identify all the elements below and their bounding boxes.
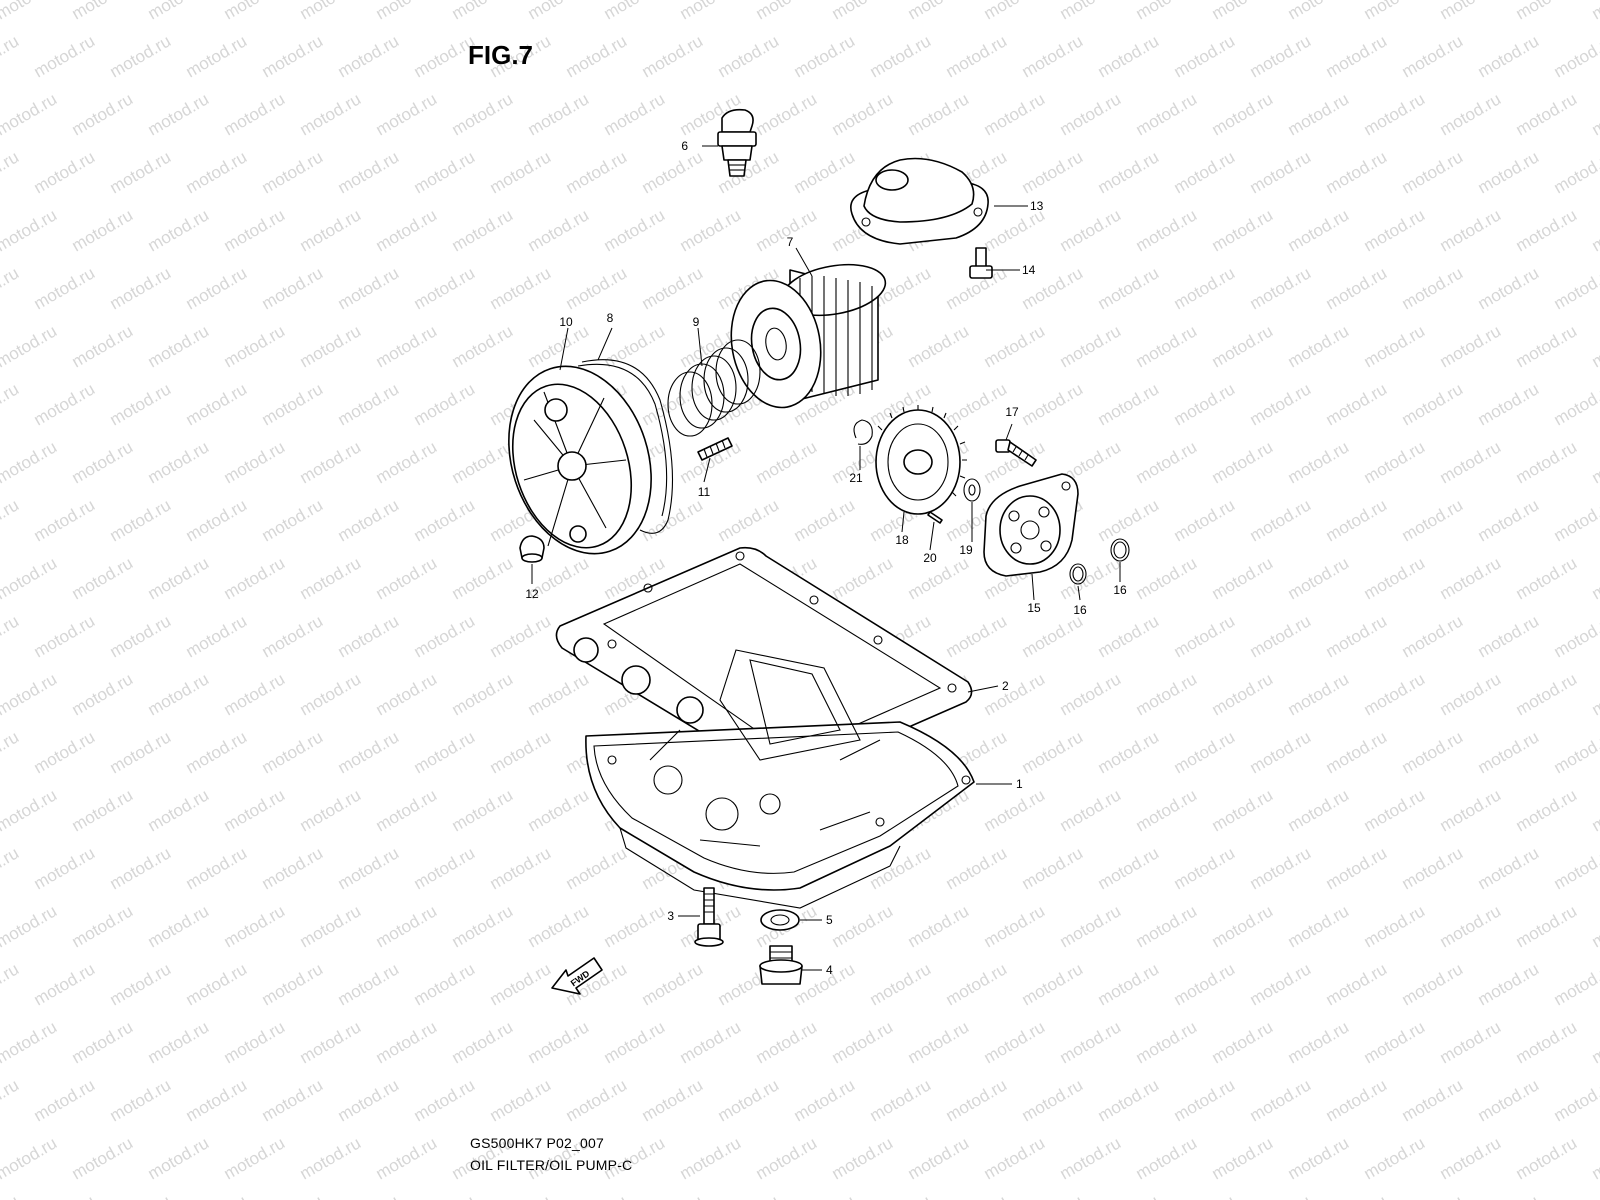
callout-15: 15 <box>1027 601 1041 615</box>
part-21-circlip <box>853 419 873 445</box>
callout-14: 14 <box>1022 263 1036 277</box>
fwd-arrow: FWD <box>551 957 603 995</box>
part-19-washer <box>963 478 981 502</box>
callout-6: 6 <box>681 139 688 153</box>
callout-8: 8 <box>607 311 614 325</box>
part-8-o-ring <box>577 359 673 534</box>
callout-19: 19 <box>959 543 973 557</box>
part-7-oil-filter <box>730 263 887 409</box>
callout-5: 5 <box>826 913 833 927</box>
part-16-o-rings <box>1069 538 1130 585</box>
part-15-oil-pump <box>983 473 1079 577</box>
callout-12: 12 <box>525 587 539 601</box>
part-12-cap-nut <box>519 535 545 563</box>
part-20-pin <box>927 511 943 524</box>
callout-21: 21 <box>849 471 863 485</box>
part-14-bolt <box>969 247 993 279</box>
callout-9: 9 <box>693 315 700 329</box>
part-13-cover-cap <box>850 157 989 245</box>
figure-caption: OIL FILTER/OIL PUMP-C <box>470 1157 633 1173</box>
callout-10: 10 <box>559 315 573 329</box>
part-3-bolt <box>694 887 724 947</box>
part-6-plug <box>717 108 757 177</box>
callout-4: 4 <box>826 963 833 977</box>
figure-code: GS500HK7 P02_007 <box>470 1135 604 1151</box>
callout-16-b: 16 <box>1113 583 1127 597</box>
part-11-stud <box>697 437 733 461</box>
callout-11: 11 <box>698 485 711 499</box>
figure-title: FIG.7 <box>468 40 534 70</box>
callout-18: 18 <box>895 533 909 547</box>
part-4-drain-plug <box>759 945 803 985</box>
callout-17: 17 <box>1005 405 1019 419</box>
part-5-washer <box>760 909 800 931</box>
part-9-spring <box>667 339 761 437</box>
part-18-gear <box>875 405 967 515</box>
callout-1: 1 <box>1016 777 1023 791</box>
callout-13: 13 <box>1030 199 1044 213</box>
part-numbers: 6 13 14 7 9 8 10 11 12 21 18 20 19 17 15… <box>525 139 1127 977</box>
part-10-filter-cover <box>508 365 652 555</box>
leader-lines <box>531 145 1121 971</box>
callout-7: 7 <box>787 235 794 249</box>
callout-20: 20 <box>923 551 937 565</box>
callout-2: 2 <box>1002 679 1009 693</box>
callout-16-a: 16 <box>1073 603 1087 617</box>
part-17-screw <box>995 439 1037 467</box>
part-1-oil-pan <box>585 649 975 909</box>
callout-3: 3 <box>667 909 674 923</box>
